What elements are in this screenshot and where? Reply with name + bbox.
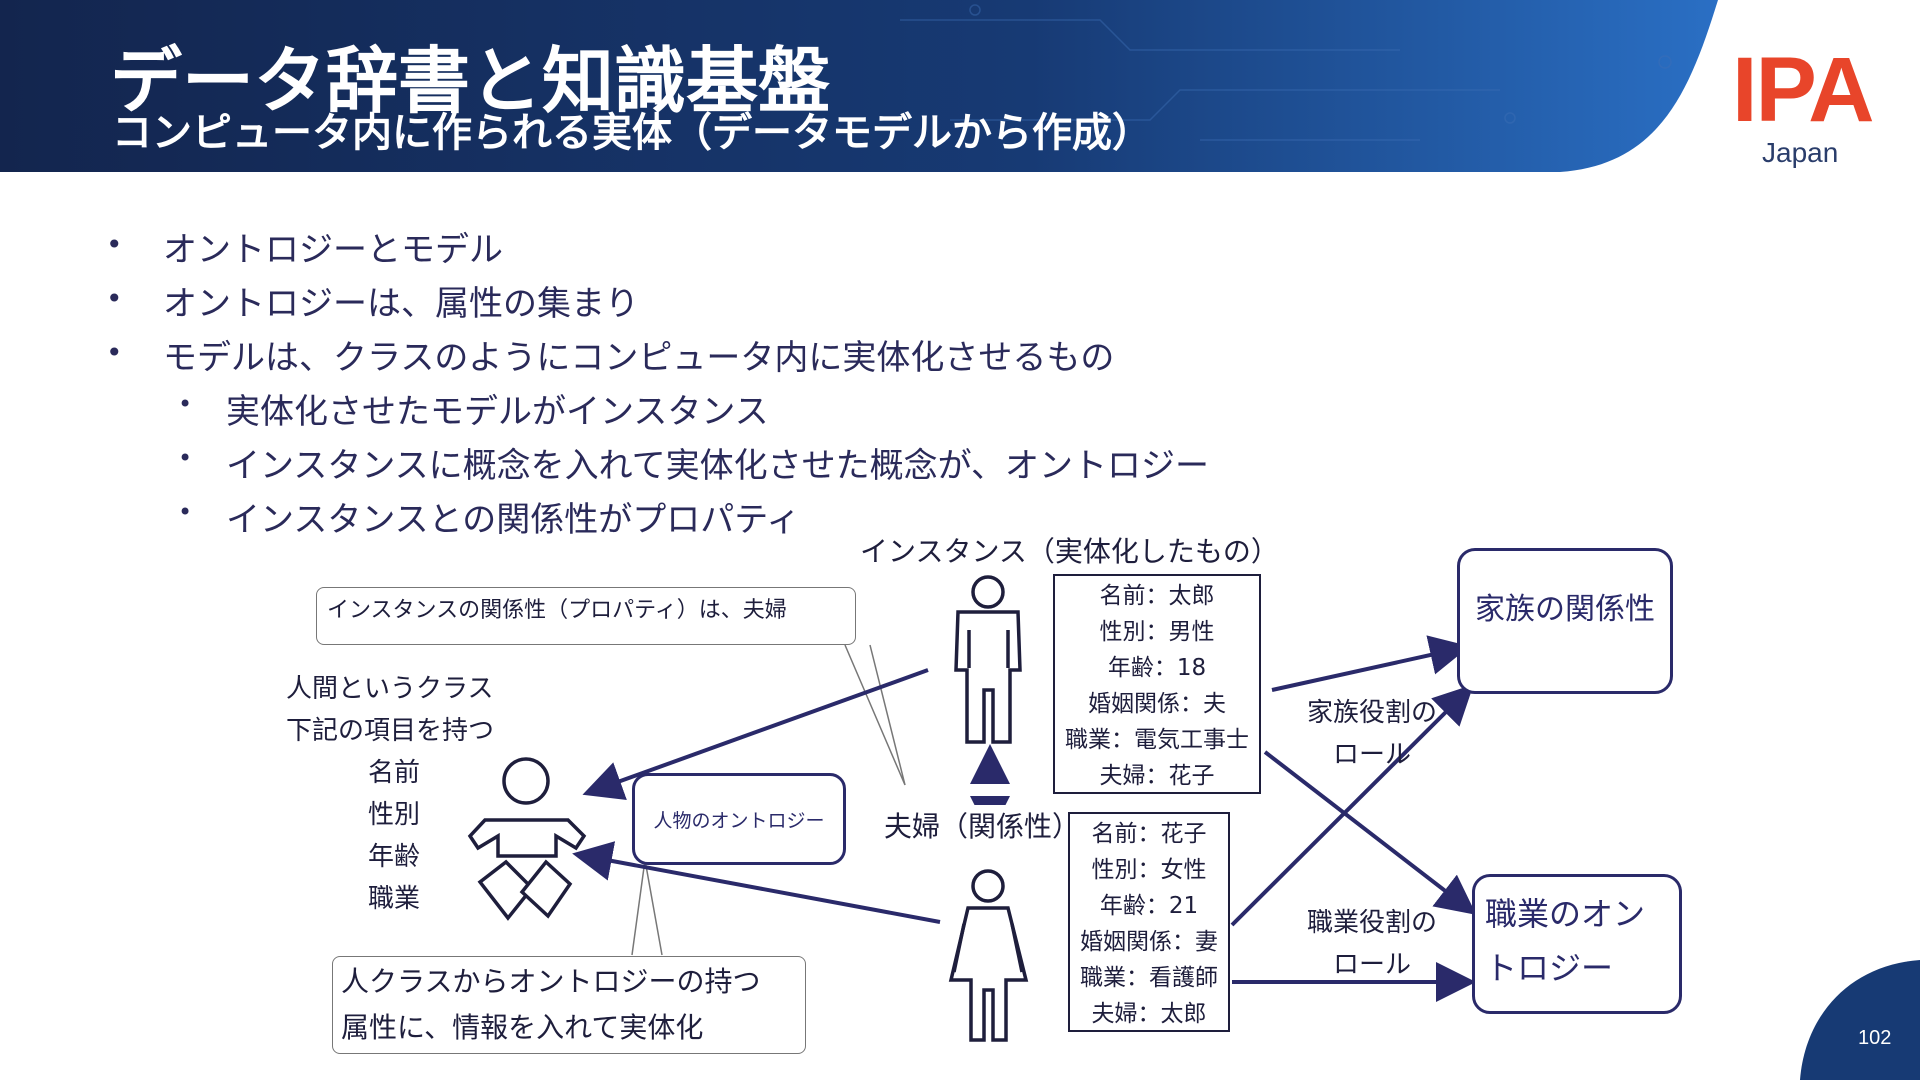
page-number: 102 [1858,1027,1892,1049]
callout-instantiate-line: 人クラスからオントロジーの持つ [341,965,761,998]
class-attr: 性別 [368,800,421,830]
page-corner [1800,960,1920,1080]
attr-row: 年齢：21 [1099,893,1199,919]
arrow-male-job [1263,750,1477,915]
sub-bullet-item: インスタンスとの関係性がプロパティ [226,500,801,540]
family-relation-label: 家族の関係性 [1475,592,1655,627]
family-role-label: 家族役割の ロール [1304,692,1440,776]
sub-bullet-dot: • [178,444,193,472]
attr-row: 職業：看護師 [1080,965,1218,991]
female-attributes: 名前：花子 性別：女性 年齢：21 婚姻関係：妻 職業：看護師 夫婦：太郎 [1068,812,1230,1032]
relation-label: 夫婦（関係性） [884,805,1081,845]
bullet-item: オントロジーは、属性の集まり [163,284,639,324]
header-background [0,0,1718,172]
attr-row: 夫婦：花子 [1099,763,1215,789]
arrow-male-family [1271,635,1470,692]
job-role-label: 職業役割の ロール [1304,902,1440,986]
class-desc-line: 下記の項目を持つ [286,716,495,746]
callout-pointer [631,859,663,956]
page-subtitle: コンピュータ内に作られる実体（データモデルから作成） [112,110,1152,156]
class-attr: 職業 [368,884,421,914]
attr-row: 職業：電気工事士 [1065,727,1249,753]
sub-bullet-item: インスタンスに概念を入れて実体化させた概念が、オントロジー [226,446,1209,486]
male-attributes: 名前：太郎 性別：男性 年齢：18 婚姻関係：夫 職業：電気工事士 夫婦：花子 [1053,574,1261,794]
arrow-female-family [1230,684,1474,927]
family-role-line: ロール [1332,740,1411,770]
ipa-logo-sub: Japan [1762,137,1839,168]
ipa-logo: IPA [1732,39,1875,141]
attr-row: 名前：花子 [1091,821,1207,847]
instance-caption: インスタンス（実体化したもの） [860,535,1279,568]
bullet-item: モデルは、クラスのようにコンピュータ内に実体化させるもの [163,338,1115,378]
sub-bullet-dot: • [178,498,193,526]
bullet-dot: • [106,282,123,315]
person-ontology-label: 人物のオントロジー [653,809,825,832]
class-attr: 年齢 [368,842,421,872]
callout-pointer [844,644,906,786]
bullet-item: オントロジーとモデル [163,230,503,270]
callout-property-text: インスタンスの関係性（プロパティ）は、夫婦 [327,598,787,623]
job-ontology-line: 職業のオン [1485,895,1646,933]
bullet-dot: • [106,336,123,369]
female-icon [948,869,1029,1042]
attr-row: 婚姻関係：妻 [1080,929,1218,955]
person-class-icon [467,757,587,921]
callout-instantiate: 人クラスからオントロジーの持つ 属性に、情報を入れて実体化 [332,956,806,1054]
class-desc-line: 人間というクラス [286,674,494,704]
attr-row: 年齢：18 [1107,655,1207,681]
male-icon [954,575,1022,744]
family-role-line: 家族役割の [1306,698,1437,728]
attr-row: 性別：女性 [1091,857,1207,883]
callout-instantiate-line: 属性に、情報を入れて実体化 [341,1011,704,1044]
person-ontology-box: 人物のオントロジー [632,773,846,865]
job-ontology-line: トロジー [1485,949,1614,987]
job-role-line: ロール [1332,950,1411,980]
job-role-line: 職業役割の [1306,908,1437,938]
sub-bullet-dot: • [178,390,193,418]
class-attr: 名前 [368,758,421,788]
arrow-female-to-class [572,841,941,924]
attr-row: 夫婦：太郎 [1091,1001,1207,1027]
callout-property: インスタンスの関係性（プロパティ）は、夫婦 [316,587,856,645]
job-ontology-box: 職業のオン トロジー [1472,874,1682,1014]
attr-row: 性別：男性 [1099,619,1215,645]
attr-row: 婚姻関係：夫 [1088,691,1226,717]
attr-row: 名前：太郎 [1099,583,1215,609]
arrow-male-to-class [582,668,929,800]
bullet-dot: • [106,228,123,261]
family-relation-box: 家族の関係性 [1457,548,1673,694]
page-title: データ辞書と知識基盤 [110,39,831,123]
sub-bullet-item: 実体化させたモデルがインスタンス [226,392,769,432]
header-banner: データ辞書と知識基盤 コンピュータ内に作られる実体（データモデルから作成） [0,0,1920,172]
